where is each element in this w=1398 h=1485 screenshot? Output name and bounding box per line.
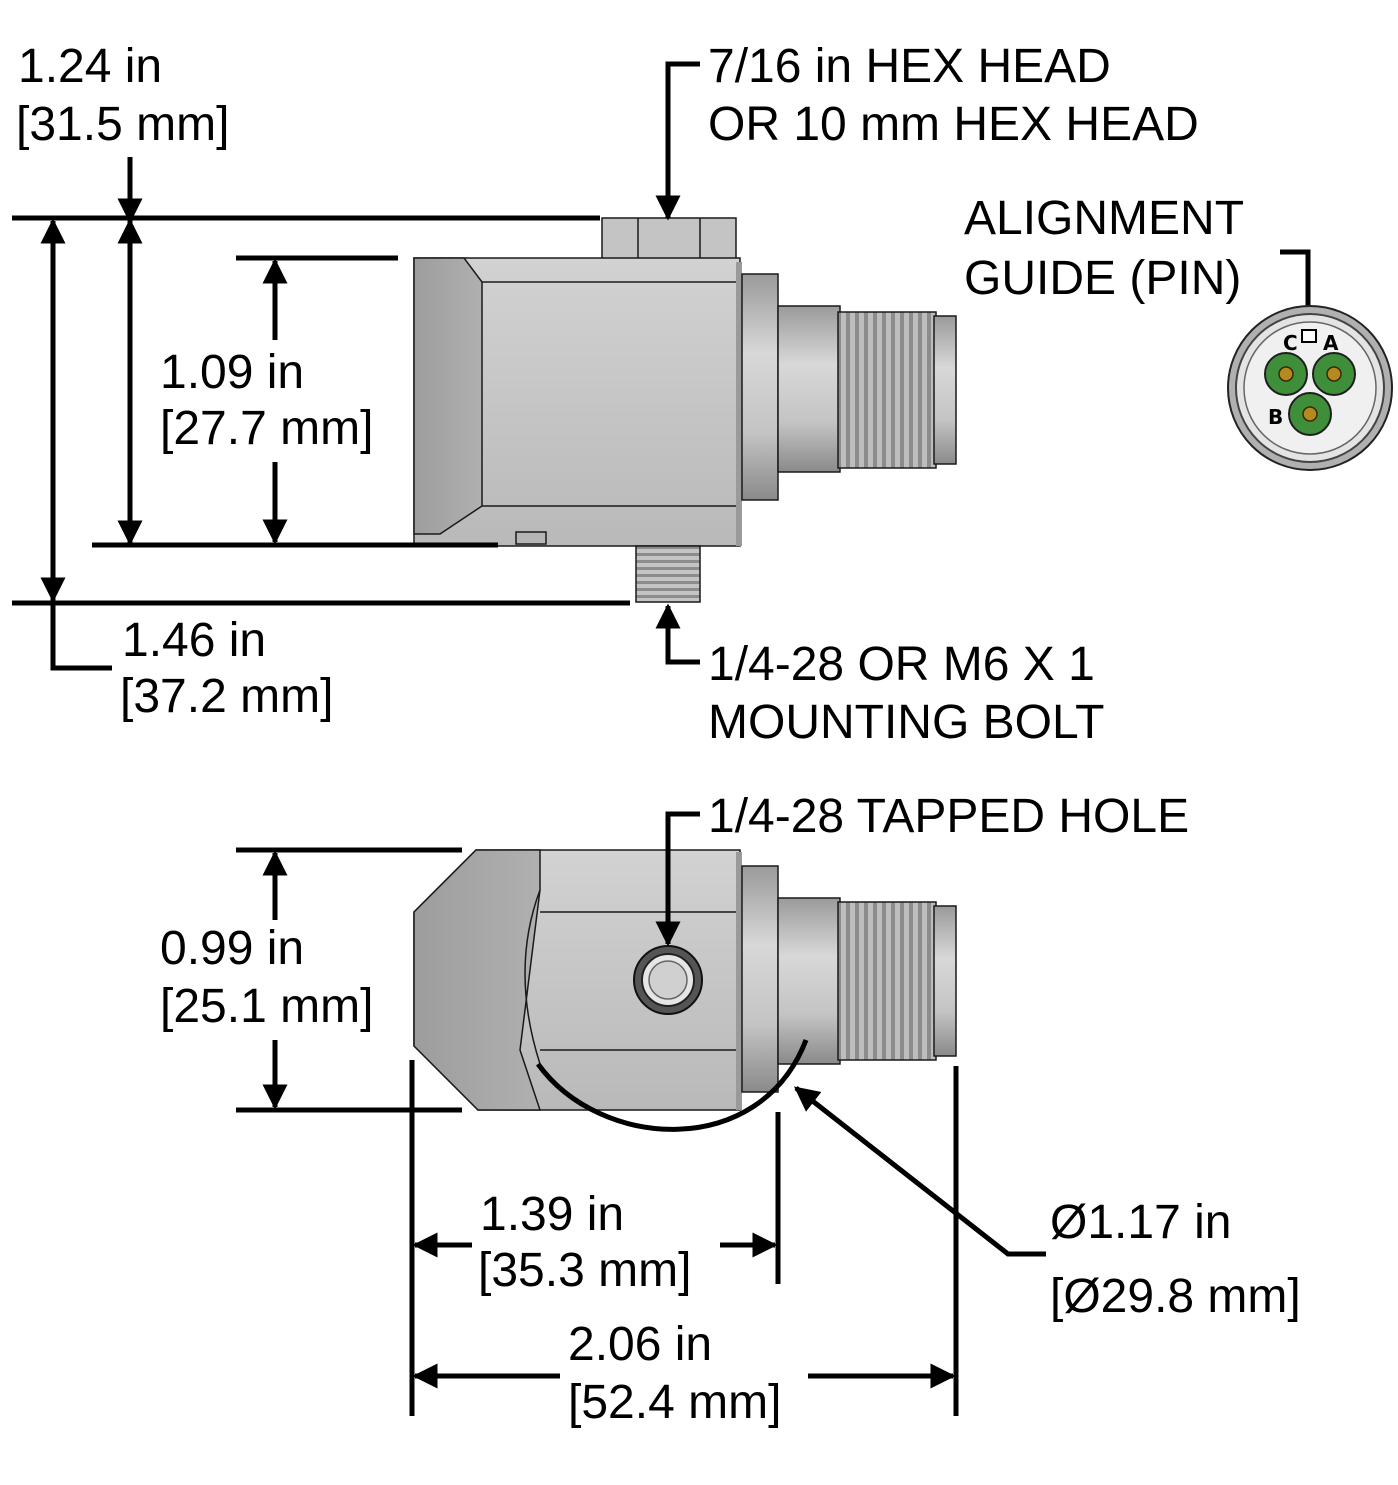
dim-0-99-inch: 0.99 in [160,922,304,975]
mounting-bolt-note-line2: MOUNTING BOLT [708,696,1104,749]
dim-1-09-inch: 1.09 in [160,346,304,399]
hex-head [601,217,737,261]
dim-1-24-inch: 1.24 in [18,40,162,93]
hex-head-note-line1: 7/16 in HEX HEAD [708,40,1111,93]
mounting-bolt [635,545,701,603]
dim-1-09-mm: [27.7 mm] [160,402,373,455]
side-view-part [413,849,957,1132]
dim-0-99-mm: [25.1 mm] [160,980,373,1033]
connector-threads [837,311,937,469]
diameter-leader [794,1086,1046,1257]
dim-1-39-inch: 1.39 in [480,1188,624,1241]
dim-1-46-mm: [37.2 mm] [120,670,333,723]
pin-c [1264,352,1308,396]
dim-2-06-mm: [52.4 mm] [568,1376,781,1429]
mounting-bolt-note-line1: 1/4-28 OR M6 X 1 [708,638,1095,691]
body-chamfer-face [413,257,483,535]
pin-b [1288,392,1332,436]
dim-1-24-mm: [31.5 mm] [16,98,229,151]
pin-a [1312,352,1356,396]
side-chamfer-face [413,849,542,1111]
hex-head-note-line2: OR 10 mm HEX HEAD [708,98,1199,151]
dim-1-46-inch: 1.46 in [122,614,266,667]
side-view-dimensions: 1/4-28 TAPPED HOLE 0.99 in [25.1 mm] 1.3… [160,790,1301,1429]
side-connector-threads [837,901,937,1061]
pin-label-b: B [1268,405,1283,429]
alignment-guide-label-line1: ALIGNMENT [964,192,1244,245]
tapped-hole-leader [655,811,700,947]
dim-1-39-mm: [35.3 mm] [478,1244,691,1297]
alignment-guide-label-line2: GUIDE (PIN) [964,252,1241,305]
side-connector-flange [741,865,779,1093]
top-view-part [413,217,957,603]
pin-label-a: A [1323,331,1339,355]
top-view-dimensions: 1.24 in [31.5 mm] 1.09 in [27.7 mm] 1.46… [12,40,1199,749]
connector-face-view: ALIGNMENT GUIDE (PIN) A B C [964,192,1393,471]
mounting-bolt-leader [655,603,700,665]
hex-head-leader [655,61,700,221]
side-connector-neck [777,897,841,1065]
tapped-hole-note: 1/4-28 TAPPED HOLE [708,790,1189,843]
diameter-arc [535,1039,809,1132]
dim-diameter-inch: Ø1.17 in [1050,1196,1231,1249]
connector-flange [741,273,779,501]
dim-2-06-inch: 2.06 in [568,1318,712,1371]
dim-diameter-mm: [Ø29.8 mm] [1050,1270,1301,1323]
alignment-pin [1301,329,1317,343]
pin-label-c: C [1283,331,1298,355]
connector-neck [777,305,841,473]
